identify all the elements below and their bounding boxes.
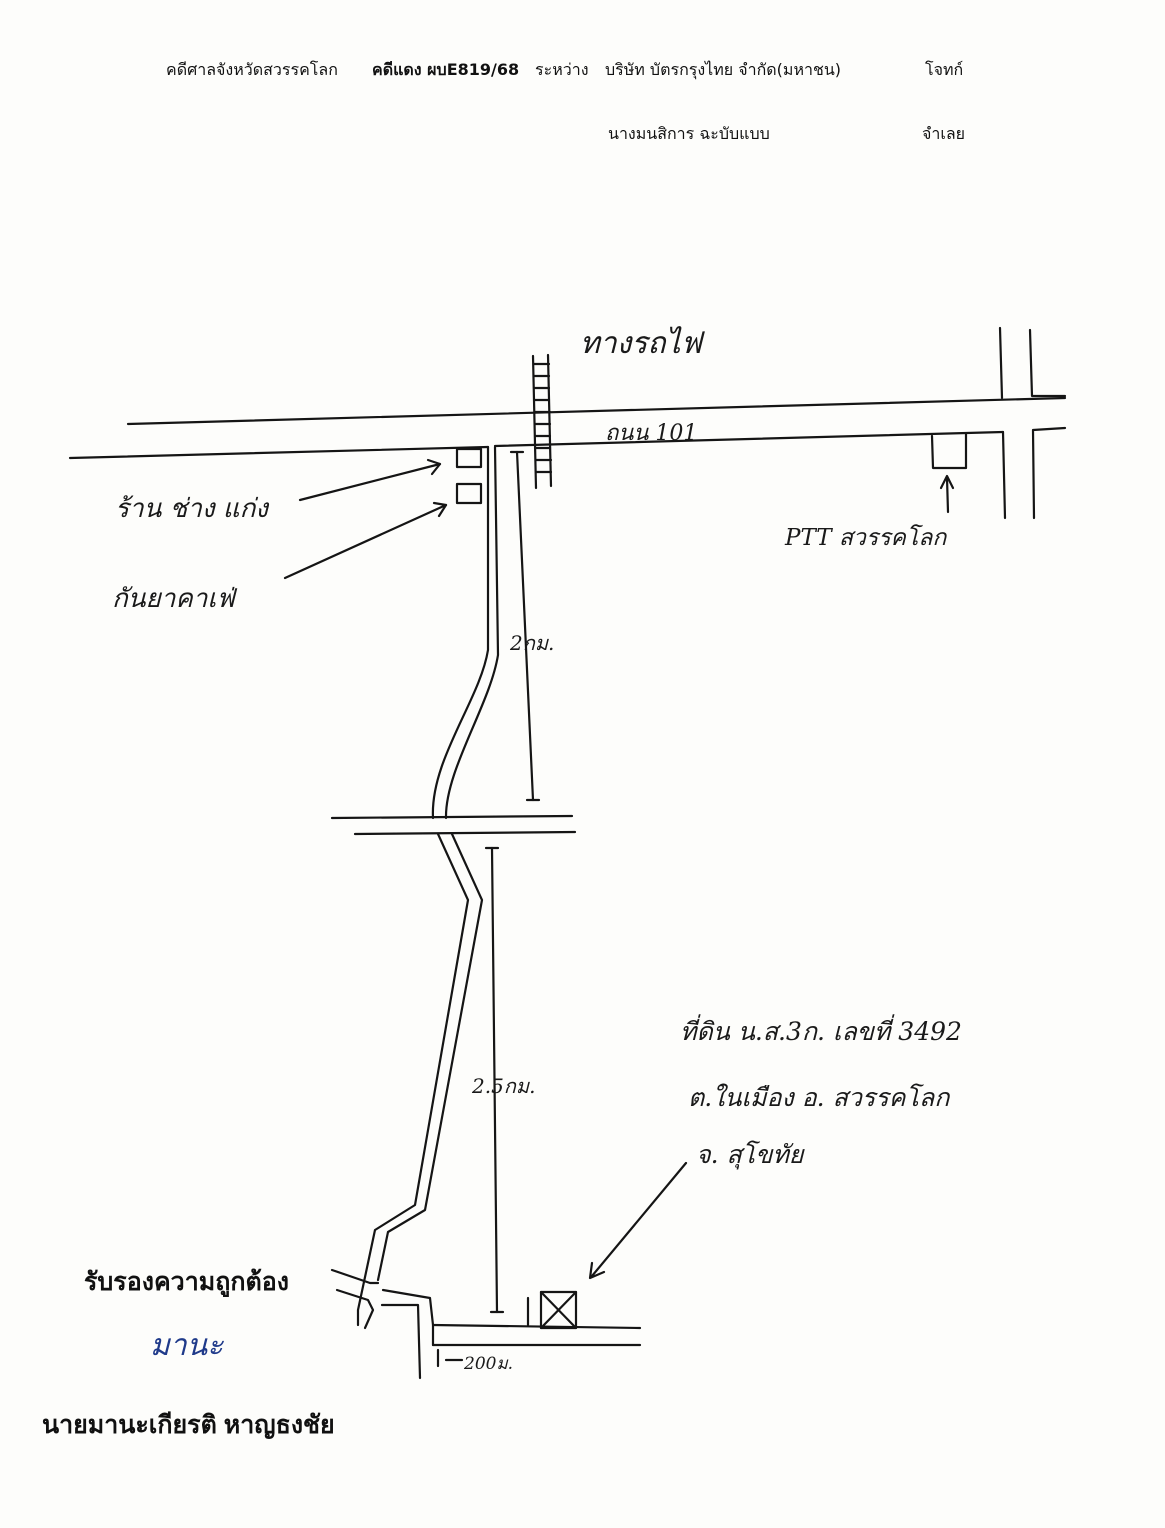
distance-2km: 2กม. xyxy=(510,631,555,655)
land-description-line1: ที่ดิน น.ส.3ก. เลขที่ 3492 xyxy=(680,1017,962,1046)
cross-road-upper-right xyxy=(1028,328,1067,398)
side-road-left-edge xyxy=(431,445,490,820)
final-road-top-edge xyxy=(431,1323,642,1330)
highway-bottom-edge-right xyxy=(493,430,1005,448)
land-description-line3: จ. สุโขทัย xyxy=(696,1140,804,1169)
highway-bottom-edge-left xyxy=(68,445,490,460)
crossing-road-top-edge xyxy=(330,814,574,820)
land-parcel-box xyxy=(539,1290,578,1330)
cross-road-lower-right xyxy=(1031,426,1067,520)
side-road2-left-edge xyxy=(356,832,470,1327)
cafe-label: กันยาคาเฟ่ xyxy=(112,584,235,614)
cross-road-lower-left xyxy=(1001,430,1007,520)
plaintiff-role: โจทก์ xyxy=(925,60,964,79)
side-road2-right-edge xyxy=(376,832,484,1282)
plaintiff-name: บริษัท บัตรกรุงไทย จำกัด(มหาชน) xyxy=(605,60,842,79)
lower-road-upper-edge xyxy=(330,1268,380,1285)
highway-top-edge xyxy=(126,396,1067,426)
cross-road-upper-left xyxy=(998,326,1004,400)
case-number: คดีแดง ผบE819/68 xyxy=(372,60,520,79)
cafe-arrow xyxy=(283,503,448,580)
ptt-arrow xyxy=(945,476,950,514)
shop-arrow xyxy=(298,462,442,502)
certify-text: รับรองความถูกต้อง xyxy=(84,1268,289,1296)
between-label: ระหว่าง xyxy=(535,60,589,79)
signer-name: นายมานะเกียรติ หาญธงชัย xyxy=(42,1411,335,1439)
dist1-marker xyxy=(515,450,535,802)
crossing-road-bottom-edge xyxy=(353,830,577,836)
land-arrow xyxy=(590,1161,688,1278)
railway-track xyxy=(531,353,553,490)
ptt-label: PTT สวรรคโลก xyxy=(785,525,947,551)
lower-road-lower-edge xyxy=(335,1288,375,1330)
shop-label: ร้าน ช่าง แก่ง xyxy=(115,494,269,524)
court-name: คดีศาลจังหวัดสวรรคโลก xyxy=(166,60,338,79)
shop-box xyxy=(455,447,483,469)
highway-label: ถนน 101 xyxy=(605,421,698,446)
lower-road-turn-inner xyxy=(380,1303,422,1380)
land-description-line2: ต.ในเมือง อ. สวรรคโลก xyxy=(688,1083,950,1112)
dist2-marker xyxy=(490,846,499,1314)
lower-road-turn xyxy=(381,1288,435,1347)
defendant-name: นางมนสิการ ฉะบับแบบ xyxy=(608,124,770,143)
distance-2-5km: 2.5กม. xyxy=(472,1074,536,1098)
signature: มานะ xyxy=(150,1328,224,1363)
railway-label: ทางรถไฟ xyxy=(580,326,702,361)
side-road-right-edge xyxy=(444,445,500,820)
ptt-station-box xyxy=(930,432,968,470)
defendant-role: จำเลย xyxy=(922,124,966,143)
distance-200m: 200ม. xyxy=(464,1354,514,1374)
cafe-box xyxy=(455,482,483,505)
